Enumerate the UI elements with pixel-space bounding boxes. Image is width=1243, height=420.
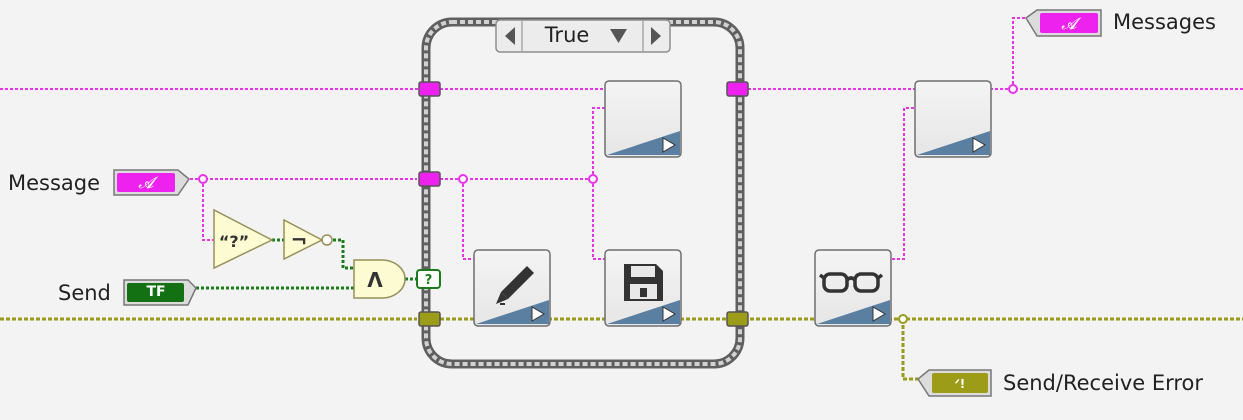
case-decrement-arrow-icon[interactable] <box>505 27 515 45</box>
tunnel-left-top[interactable] <box>418 81 441 97</box>
not-symbol: ¬ <box>291 228 308 252</box>
and-symbol: Λ <box>367 268 383 292</box>
send-label: Send <box>58 281 111 305</box>
empty-string-node[interactable]: “?” <box>213 208 274 270</box>
send-constant-text: TF <box>146 284 166 300</box>
subvi-node-read[interactable] <box>814 249 892 327</box>
empty-string-symbol: “?” <box>219 232 249 251</box>
subvi-node-save[interactable] <box>604 249 682 327</box>
case-selector-terminal[interactable]: ? <box>416 269 441 289</box>
case-selector-label[interactable] <box>495 19 671 53</box>
send-receive-error-label: Send/Receive Error <box>1003 371 1204 395</box>
and-node[interactable]: Λ <box>353 259 406 299</box>
not-node[interactable]: ¬ <box>283 218 333 261</box>
tunnel-left-message[interactable] <box>418 171 441 187</box>
messages-label: Messages <box>1113 10 1216 34</box>
error-indicator-terminal[interactable]: ᐟ! <box>917 369 992 397</box>
message-control-terminal[interactable]: 𝓐 <box>113 169 191 196</box>
floppy-disk-icon <box>624 264 663 301</box>
subvi-node-write[interactable] <box>473 249 551 327</box>
boolean-wires[interactable] <box>196 238 417 290</box>
error-wires[interactable] <box>0 317 1243 381</box>
case-selector-value[interactable]: True <box>544 23 590 47</box>
case-tunnels[interactable] <box>418 81 749 327</box>
pencil-icon <box>496 266 534 305</box>
subvi-node-right[interactable] <box>914 80 992 158</box>
subvi-node-top[interactable] <box>604 80 682 158</box>
case-structure[interactable] <box>421 17 745 369</box>
message-label: Message <box>8 171 101 195</box>
glasses-icon <box>818 272 884 293</box>
send-control-terminal[interactable] <box>123 279 197 306</box>
tunnel-right-top[interactable] <box>726 81 749 97</box>
messages-indicator-terminal[interactable]: 𝓐 <box>1024 9 1102 37</box>
case-selector-symbol: ? <box>425 273 433 288</box>
case-dropdown-arrow-icon[interactable] <box>610 29 627 43</box>
tunnel-right-error[interactable] <box>726 311 749 327</box>
error-cluster-icon: ᐟ! <box>955 377 966 391</box>
string-wires[interactable] <box>0 17 1243 260</box>
wire-junctions <box>198 84 1018 324</box>
case-increment-arrow-icon[interactable] <box>651 27 661 45</box>
tunnel-left-error[interactable] <box>418 311 441 327</box>
